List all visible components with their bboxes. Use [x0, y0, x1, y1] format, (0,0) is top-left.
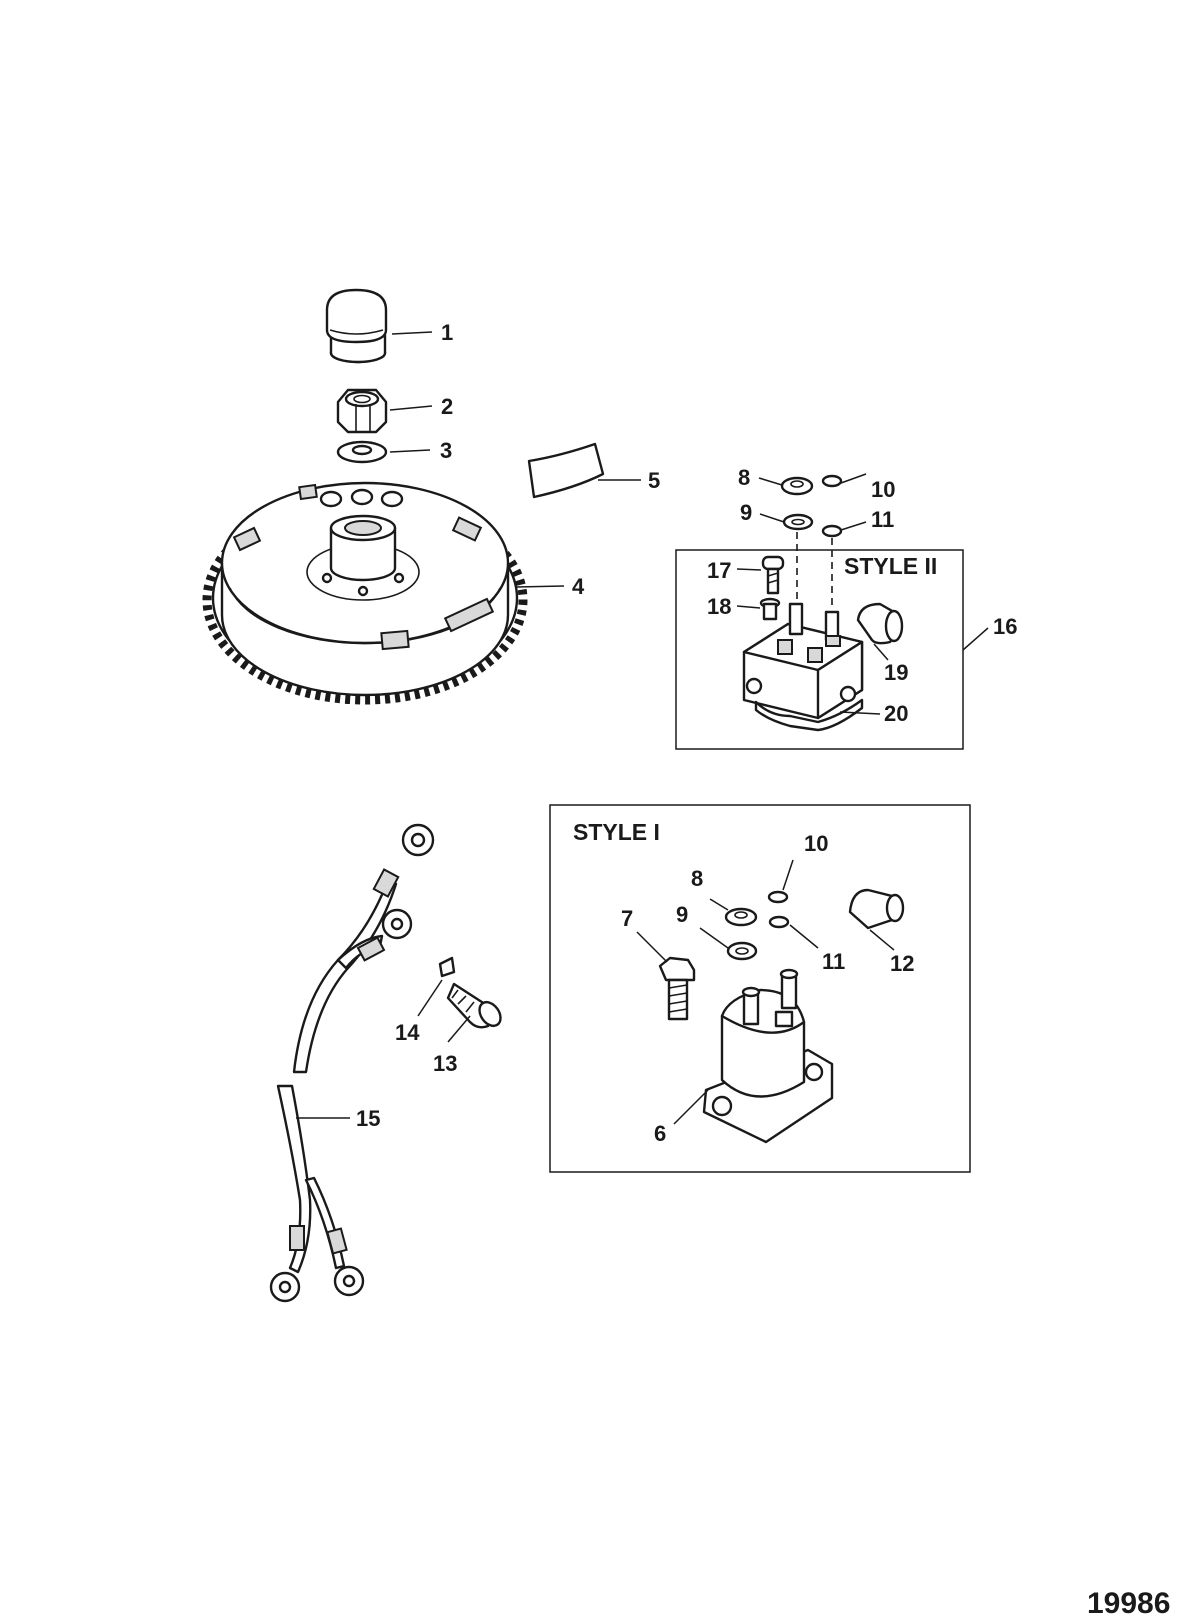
callout-3: 3: [440, 438, 452, 463]
cable-upper: [292, 823, 435, 1074]
screw-part-17: [761, 555, 785, 595]
callout-2: 2: [441, 394, 453, 419]
bolt-part-7: [658, 956, 696, 1021]
boot-part-19: [856, 602, 904, 645]
solenoid-part-20: [742, 602, 864, 732]
callout-13: 13: [433, 1051, 457, 1076]
callout-9-style-ii: 9: [740, 500, 752, 525]
callout-6: 6: [654, 1121, 666, 1146]
callout-9-style-i: 9: [676, 902, 688, 927]
screw-part-13: [446, 982, 502, 1029]
style-ii-label: STYLE II: [844, 553, 937, 579]
cap-part-1: [325, 288, 388, 364]
callout-16: 16: [993, 614, 1017, 639]
style-i-label: STYLE I: [573, 819, 660, 845]
nut-part-2: [336, 388, 388, 434]
style-i-hardware: [724, 890, 790, 961]
callout-12: 12: [890, 951, 914, 976]
callout-19: 19: [884, 660, 908, 685]
solenoid-part-6: [702, 968, 834, 1144]
cable-part-15: [269, 1084, 365, 1303]
style-ii-hardware: [780, 474, 843, 610]
callout-8-style-i: 8: [691, 866, 703, 891]
callout-20: 20: [884, 701, 908, 726]
callout-17: 17: [707, 558, 731, 583]
key-part-5: [527, 442, 605, 499]
washer-part-3: [336, 440, 388, 464]
callout-11-style-ii: 11: [871, 507, 894, 532]
callout-10-style-ii: 10: [871, 477, 895, 502]
callout-7: 7: [621, 906, 633, 931]
boot-part-12: [848, 888, 905, 930]
callout-1: 1: [441, 320, 453, 345]
callout-14: 14: [395, 1020, 420, 1045]
style-i-box: [549, 804, 971, 1173]
figure-number: 19986: [1087, 1587, 1170, 1620]
callout-5: 5: [648, 468, 660, 493]
callout-4: 4: [572, 574, 585, 599]
callout-11-style-i: 11: [822, 949, 845, 974]
callout-10-style-i: 10: [804, 831, 828, 856]
lock-washer-part-14: [438, 956, 456, 978]
callout-8-style-ii: 8: [738, 465, 750, 490]
rivet-part-18: [759, 597, 781, 621]
callout-15: 15: [356, 1106, 380, 1131]
flywheel-part-4: [202, 481, 528, 705]
callout-18: 18: [707, 594, 731, 619]
